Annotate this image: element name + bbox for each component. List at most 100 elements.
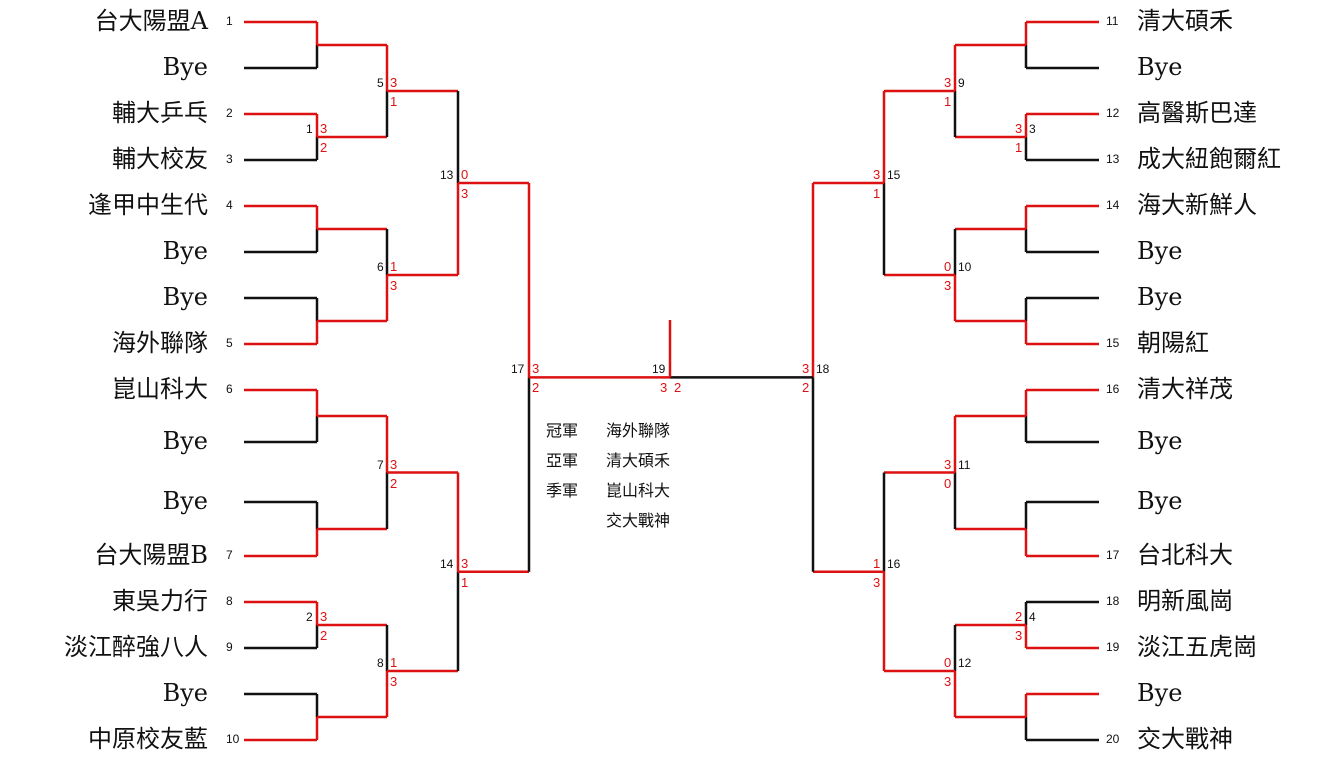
team-seed-right: 19 xyxy=(1106,640,1120,654)
match-score-top: 3 xyxy=(802,361,810,377)
team-name-right: 淡江五虎崗 xyxy=(1137,633,1257,661)
team-seed-right: 12 xyxy=(1106,106,1120,120)
team-name-left: 崑山科大 xyxy=(112,375,208,403)
third-place-team-2: 交大戰神 xyxy=(606,511,671,530)
final-standings: 冠軍 海外聯隊 亞軍 清大碩禾 季軍 崑山科大 交大戰神 xyxy=(546,420,670,540)
team-name-left: 輔大乒乓 xyxy=(112,99,208,127)
match-number: 8 xyxy=(377,656,384,670)
team-name-left: Bye xyxy=(162,679,208,707)
team-name-left: 台大陽盟B xyxy=(94,541,208,569)
team-seed-left: 10 xyxy=(226,732,240,746)
match-score-top: 3 xyxy=(390,75,398,90)
champion-team: 海外聯隊 xyxy=(606,421,671,440)
team-seed-left: 4 xyxy=(226,198,233,212)
match-score-top: 3 xyxy=(390,456,398,472)
team-name-right: 清大祥茂 xyxy=(1137,375,1233,403)
match-score-top: 3 xyxy=(944,75,952,90)
team-name-right: 朝陽紅 xyxy=(1137,329,1209,357)
final-score-right: 2 xyxy=(674,380,682,396)
team-seed-right: 18 xyxy=(1106,594,1120,608)
match-score-bottom: 3 xyxy=(461,186,469,201)
team-name-left: 東吳力行 xyxy=(112,587,208,615)
match-score-top: 0 xyxy=(461,167,469,182)
match-score-bottom: 2 xyxy=(320,140,328,155)
match-score-bottom: 3 xyxy=(390,674,398,689)
match-score-top: 3 xyxy=(532,361,540,377)
team-name-right: 明新風崗 xyxy=(1137,587,1233,615)
team-name-right: Bye xyxy=(1137,427,1183,455)
match-number: 3 xyxy=(1029,122,1036,136)
third-place-team-1: 崑山科大 xyxy=(606,481,671,500)
team-seed-right: 16 xyxy=(1106,382,1120,396)
team-name-right: 成大紐飽爾紅 xyxy=(1137,145,1281,173)
team-seed-right: 14 xyxy=(1106,198,1120,212)
third-place-row: 季軍 崑山科大 xyxy=(546,480,670,510)
team-seed-right: 13 xyxy=(1106,152,1120,166)
match-number: 14 xyxy=(440,556,454,571)
match-score-top: 1 xyxy=(873,555,881,571)
match-score-bottom: 1 xyxy=(944,94,952,109)
match-score-top: 3 xyxy=(461,555,469,571)
match-number: 9 xyxy=(958,76,965,90)
match-number: 2 xyxy=(306,610,313,624)
team-name-left: 台大陽盟A xyxy=(94,7,208,35)
champion-label: 冠軍 xyxy=(546,421,579,440)
team-seed-right: 11 xyxy=(1106,14,1119,28)
match-number: 18 xyxy=(816,362,830,377)
match-score-bottom: 3 xyxy=(390,278,398,293)
team-name-right: 清大碩禾 xyxy=(1137,7,1233,35)
runner-up-label: 亞軍 xyxy=(546,451,579,470)
team-seed-left: 1 xyxy=(226,14,233,28)
team-seed-left: 2 xyxy=(226,106,233,120)
match-number: 10 xyxy=(958,260,972,274)
match-number: 1 xyxy=(306,122,313,136)
match-number: 17 xyxy=(511,362,525,377)
match-score-bottom: 3 xyxy=(1015,628,1023,643)
team-name-right: Bye xyxy=(1137,237,1183,265)
third-place-label: 季軍 xyxy=(546,481,579,500)
team-seed-left: 7 xyxy=(226,548,233,562)
team-seed-left: 3 xyxy=(226,152,233,166)
match-score-bottom: 2 xyxy=(802,380,810,396)
team-seed-left: 9 xyxy=(226,640,233,654)
match-score-bottom: 1 xyxy=(1015,140,1023,155)
match-score-top: 3 xyxy=(873,167,881,182)
team-seed-right: 15 xyxy=(1106,336,1120,350)
team-seed-right: 20 xyxy=(1106,732,1120,746)
match-score-top: 1 xyxy=(390,259,398,274)
match-score-top: 3 xyxy=(320,121,328,136)
match-score-bottom: 3 xyxy=(944,278,952,293)
final-score-left: 3 xyxy=(660,380,668,396)
team-name-left: 海外聯隊 xyxy=(112,329,208,357)
match-score-bottom: 2 xyxy=(320,628,328,643)
runner-up-team: 清大碩禾 xyxy=(606,451,671,470)
match-score-bottom: 1 xyxy=(873,186,881,201)
match-number: 19 xyxy=(652,362,666,377)
match-score-bottom: 3 xyxy=(944,674,952,689)
team-name-left: Bye xyxy=(162,283,208,311)
third-place-row-2: 交大戰神 xyxy=(546,510,670,540)
champion-row: 冠軍 海外聯隊 xyxy=(546,420,670,450)
team-seed-left: 8 xyxy=(226,594,233,608)
team-seed-right: 17 xyxy=(1106,548,1120,562)
runner-up-row: 亞軍 清大碩禾 xyxy=(546,450,670,480)
match-score-top: 0 xyxy=(944,259,952,274)
team-name-right: Bye xyxy=(1137,679,1183,707)
team-name-left: 輔大校友 xyxy=(112,145,208,173)
match-number: 5 xyxy=(377,76,384,90)
team-name-right: 交大戰神 xyxy=(1137,725,1233,753)
match-score-top: 0 xyxy=(944,655,952,670)
match-score-bottom: 0 xyxy=(944,475,952,491)
match-score-top: 3 xyxy=(1015,121,1023,136)
match-number: 4 xyxy=(1029,610,1036,624)
match-number: 15 xyxy=(887,168,901,182)
match-score-bottom: 2 xyxy=(390,475,398,491)
match-score-bottom: 1 xyxy=(390,94,398,109)
team-name-right: Bye xyxy=(1137,487,1183,515)
team-name-right: 台北科大 xyxy=(1137,541,1233,569)
match-score-bottom: 1 xyxy=(461,574,469,590)
match-number: 6 xyxy=(377,260,384,274)
match-number: 12 xyxy=(958,656,972,670)
team-name-right: Bye xyxy=(1137,53,1183,81)
